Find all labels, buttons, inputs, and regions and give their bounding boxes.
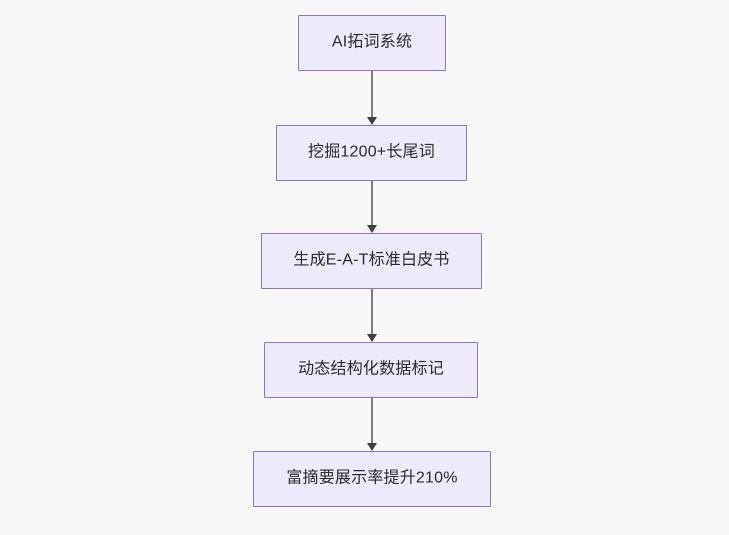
node-label: 动态结构化数据标记 — [298, 360, 444, 378]
flowchart-node-n5[interactable]: 富摘要展示率提升210% — [253, 451, 491, 507]
node-label: 挖掘1200+长尾词 — [308, 143, 435, 161]
flowchart-node-n2[interactable]: 挖掘1200+长尾词 — [276, 125, 467, 181]
arrowhead-icon — [367, 117, 377, 125]
edge-line — [371, 181, 373, 225]
arrowhead-icon — [367, 443, 377, 451]
node-label: 富摘要展示率提升210% — [286, 469, 458, 487]
flowchart-node-n4[interactable]: 动态结构化数据标记 — [264, 342, 478, 398]
node-label: 生成E-A-T标准白皮书 — [293, 251, 450, 269]
edge-line — [371, 71, 373, 117]
edge-line — [371, 289, 373, 334]
node-label: AI拓词系统 — [331, 33, 413, 51]
flowchart-node-n3[interactable]: 生成E-A-T标准白皮书 — [261, 233, 482, 289]
arrowhead-icon — [367, 334, 377, 342]
arrowhead-icon — [367, 225, 377, 233]
flowchart-node-n1[interactable]: AI拓词系统 — [298, 15, 446, 71]
edge-line — [371, 398, 373, 443]
